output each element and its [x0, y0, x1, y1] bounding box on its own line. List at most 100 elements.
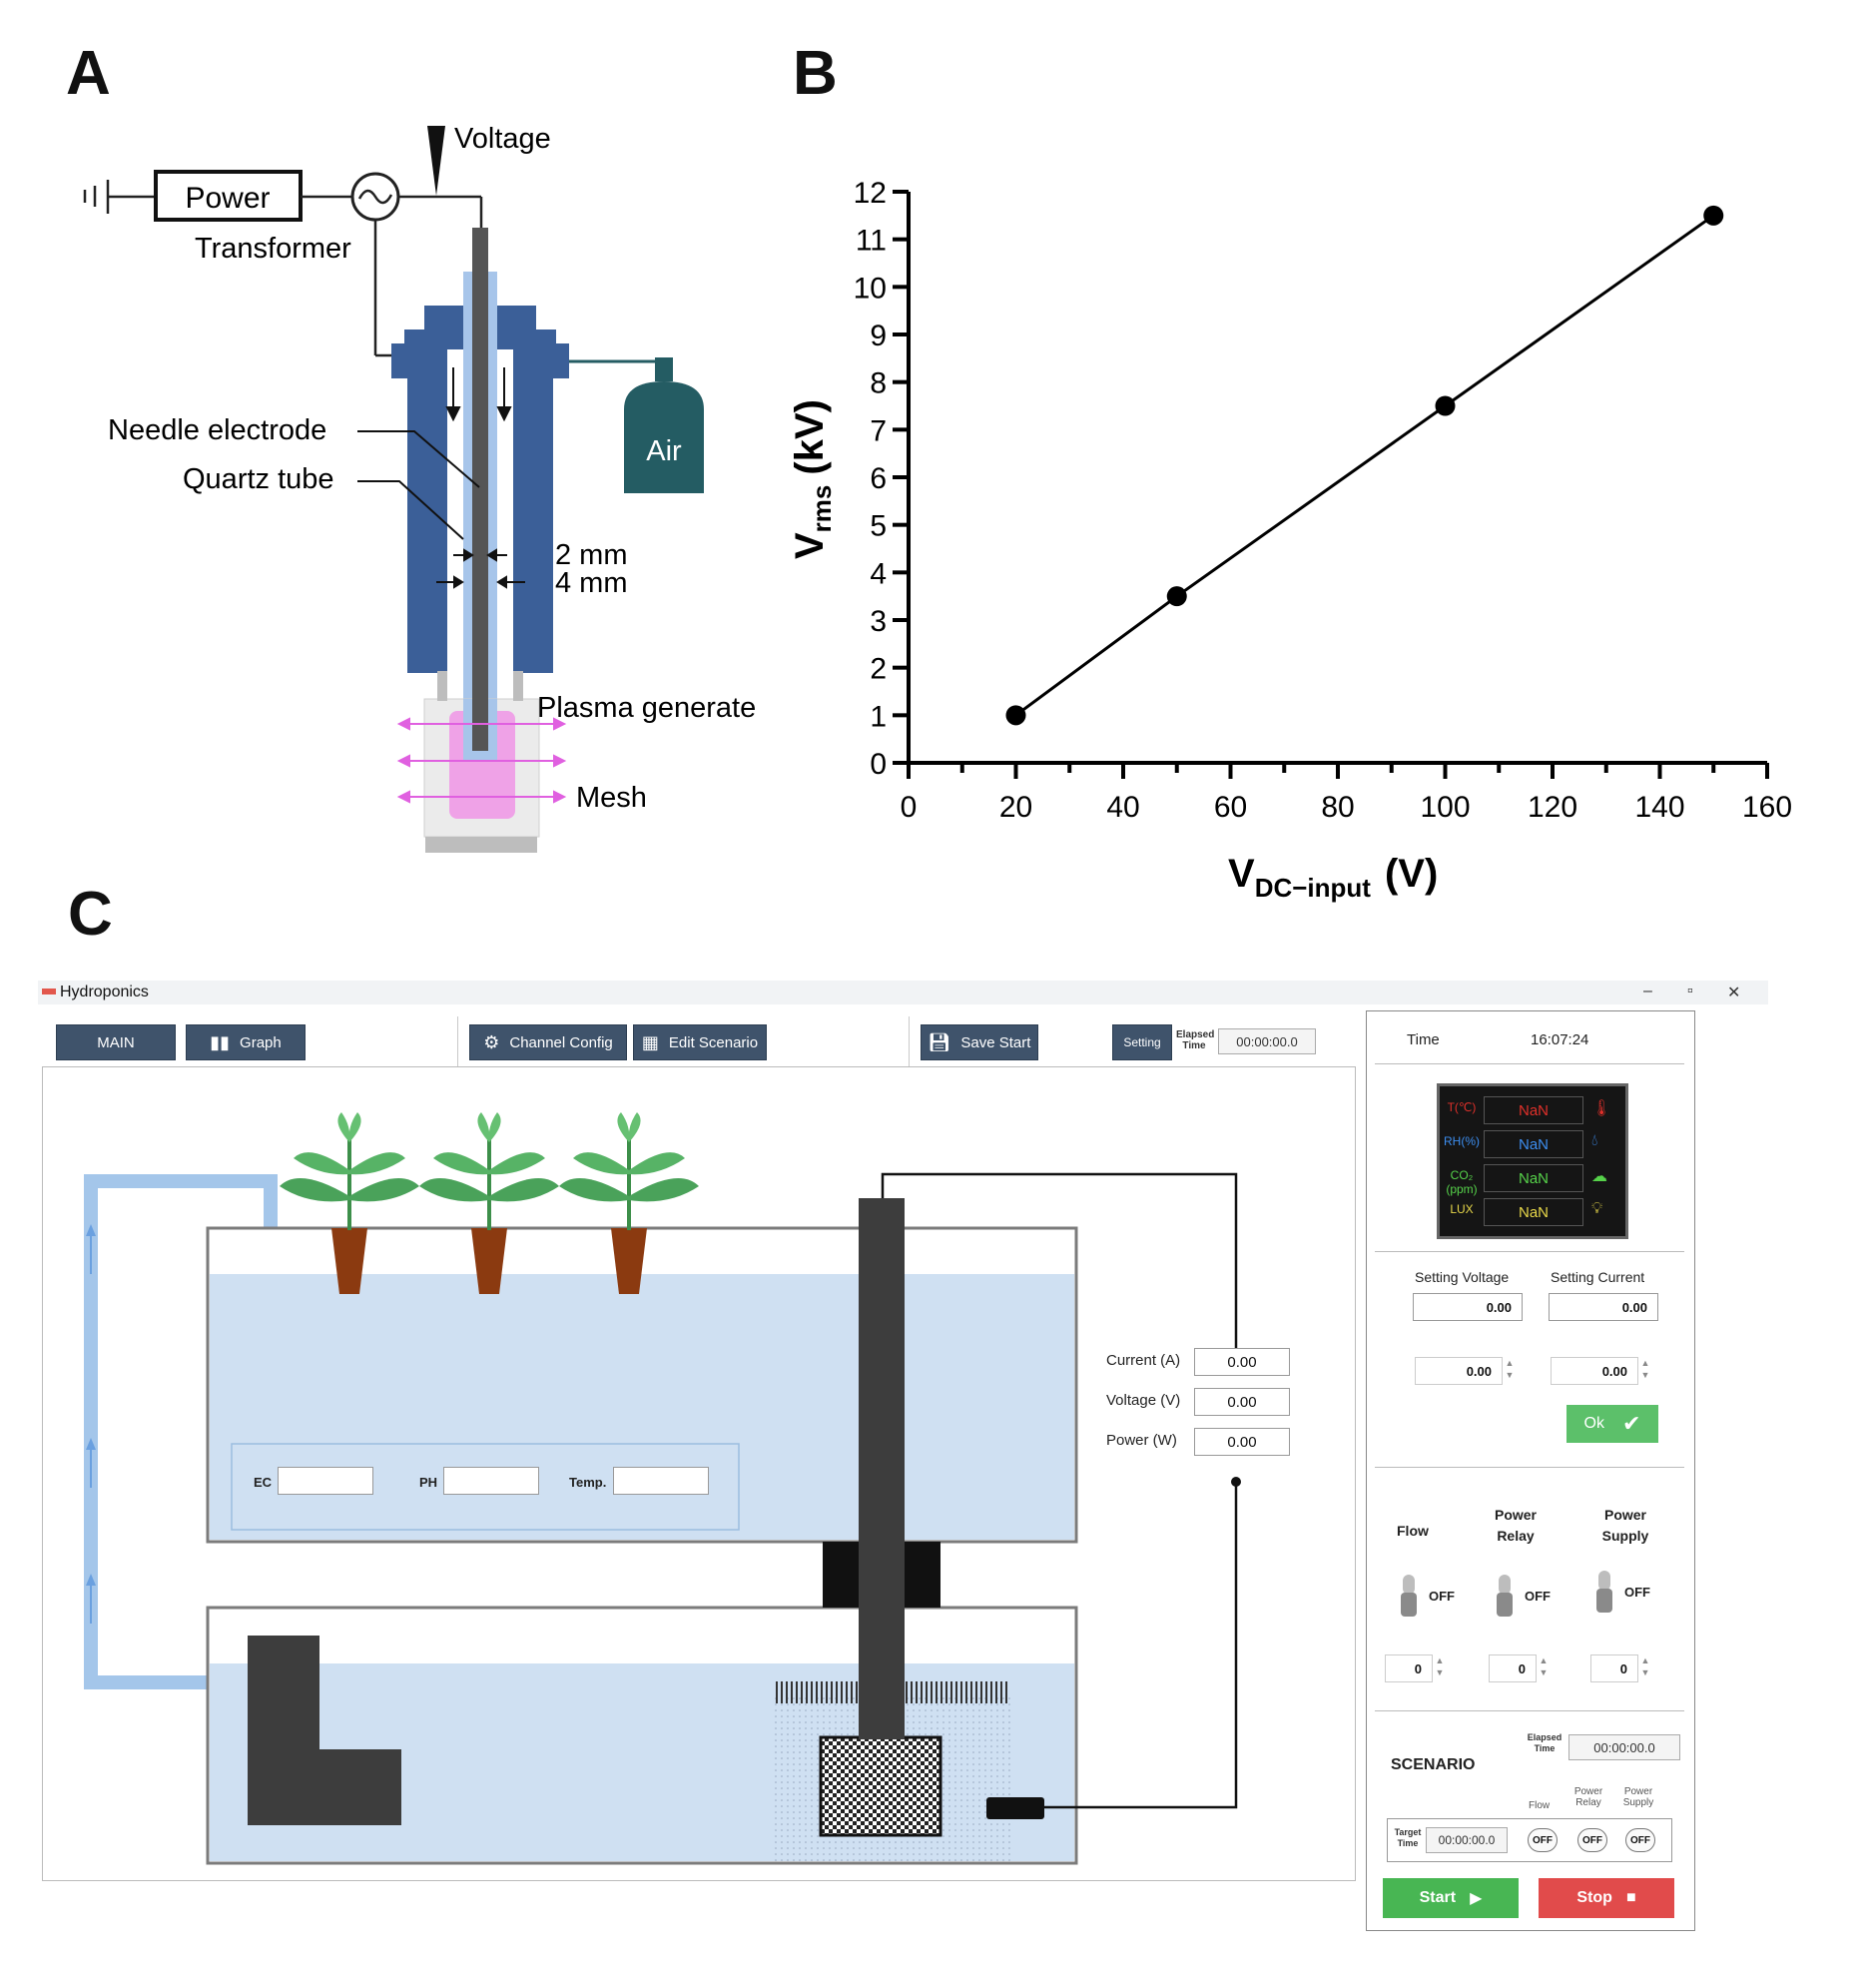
- plant-icon: [280, 1112, 419, 1294]
- toolbar-divider: [909, 1016, 910, 1066]
- scenario-col-supply: Power Supply: [1622, 1786, 1654, 1808]
- flow-spinner-arrows[interactable]: ▲▼: [1435, 1655, 1445, 1677]
- hydroponics-canvas: [42, 1066, 1356, 1881]
- save-start-button[interactable]: 💾︎Save Start: [921, 1024, 1038, 1060]
- voltage-spinner-arrows[interactable]: ▲▼: [1505, 1358, 1515, 1380]
- plant-icon: [419, 1112, 559, 1294]
- sensor-row: CO₂ (ppm)NaN☁: [1440, 1162, 1625, 1196]
- voltage-value: 0.00: [1194, 1388, 1290, 1416]
- calendar-icon: ▦: [641, 1031, 659, 1052]
- play-icon: ▶: [1470, 1890, 1483, 1907]
- ground-icon: [83, 180, 155, 214]
- current-spinner-arrows[interactable]: ▲▼: [1640, 1358, 1650, 1380]
- scenario-elapsed-label: Elapsed Time: [1527, 1732, 1563, 1753]
- time-label: Time: [1407, 1031, 1440, 1048]
- data-point: [1166, 586, 1187, 607]
- power-label: Power: [185, 182, 270, 215]
- graph-button[interactable]: ▮▮Graph: [186, 1024, 306, 1060]
- panel-label-b: B: [793, 39, 838, 108]
- power-supply-label: Power Supply: [1601, 1507, 1649, 1544]
- power-supply-spinner-arrows[interactable]: ▲▼: [1640, 1655, 1650, 1677]
- series-line: [1014, 214, 1715, 717]
- return-pipe: [84, 1174, 278, 1689]
- start-button[interactable]: Start▶: [1383, 1878, 1519, 1918]
- scenario-col-flow: Flow: [1529, 1800, 1551, 1811]
- current-value: 0.00: [1194, 1348, 1290, 1376]
- flow-label: Flow: [1397, 1523, 1429, 1539]
- scenario-relay-toggle[interactable]: OFF: [1577, 1828, 1607, 1852]
- dimension-4mm: 4 mm: [555, 567, 628, 599]
- setting-current-field[interactable]: 0.00: [1549, 1293, 1658, 1321]
- y-tick-label: 9: [870, 320, 887, 352]
- ph-label: PH: [419, 1475, 438, 1490]
- hydroponics-app: Hydroponics – ▫ ✕ MAIN ▮▮Graph ⚙Channel …: [38, 981, 1768, 1939]
- thermometer-icon: 🌡︎: [1591, 1100, 1612, 1117]
- edit-scenario-button[interactable]: ▦Edit Scenario: [633, 1024, 767, 1060]
- power-value: 0.00: [1194, 1428, 1290, 1456]
- current-spinner[interactable]: 0.00: [1551, 1357, 1638, 1385]
- plant-icon: [559, 1112, 699, 1294]
- scenario-supply-toggle[interactable]: OFF: [1625, 1828, 1655, 1852]
- setting-voltage-field[interactable]: 0.00: [1413, 1293, 1523, 1321]
- power-relay-toggle[interactable]: [1493, 1575, 1517, 1619]
- y-tick-label: 8: [870, 367, 887, 400]
- transformer-label: Transformer: [195, 233, 351, 265]
- target-time-field[interactable]: 00:00:00.0: [1426, 1827, 1508, 1853]
- voltage-label: Voltage: [454, 123, 551, 155]
- scenario-row: Target Time 00:00:00.0 OFF OFF OFF: [1387, 1818, 1672, 1862]
- temp-field[interactable]: [613, 1467, 709, 1495]
- power-label: Power (W): [1106, 1432, 1177, 1449]
- power-supply-toggle[interactable]: [1592, 1571, 1616, 1615]
- setting-button[interactable]: Setting: [1112, 1024, 1172, 1060]
- plasma-arrows: [396, 717, 567, 804]
- y-tick-label: 11: [856, 225, 887, 258]
- power-relay-state: OFF: [1525, 1589, 1551, 1604]
- check-icon: ✔: [1622, 1411, 1641, 1436]
- voltage-spinner[interactable]: 0.00: [1415, 1357, 1503, 1385]
- x-tick-label: 0: [901, 791, 918, 824]
- panel-label-c: C: [68, 880, 113, 949]
- stop-button[interactable]: Stop■: [1539, 1878, 1674, 1918]
- ec-label: EC: [254, 1475, 273, 1490]
- sensor-row: T(℃)NaN🌡︎: [1440, 1094, 1625, 1124]
- sensor-row: RH(%)NaN💧︎: [1440, 1128, 1625, 1158]
- x-tick-label: 40: [1106, 791, 1139, 824]
- flow-toggle[interactable]: [1397, 1575, 1421, 1619]
- main-button[interactable]: MAIN: [56, 1024, 176, 1060]
- voltage-readout-label: Voltage (V): [1106, 1392, 1181, 1409]
- bar-chart-icon: ▮▮: [210, 1031, 231, 1052]
- plasma-reactor: [819, 1735, 942, 1837]
- flow-spinner[interactable]: 0: [1385, 1654, 1433, 1682]
- power-supply-spinner[interactable]: 0: [1590, 1654, 1638, 1682]
- elapsed-time-label: Elapsed Time: [1176, 1029, 1215, 1051]
- minimize-icon[interactable]: –: [1643, 983, 1652, 999]
- x-tick-label: 20: [999, 791, 1032, 824]
- plasma-electrode: [859, 1198, 905, 1739]
- data-point: [1435, 395, 1456, 416]
- restore-icon[interactable]: ▫: [1687, 983, 1693, 999]
- ec-field[interactable]: [278, 1467, 373, 1495]
- scenario-flow-toggle[interactable]: OFF: [1528, 1828, 1558, 1852]
- channel-config-button[interactable]: ⚙Channel Config: [469, 1024, 627, 1060]
- close-icon[interactable]: ✕: [1727, 985, 1741, 1001]
- y-tick-label: 3: [870, 605, 887, 638]
- time-value: 16:07:24: [1531, 1031, 1589, 1048]
- setting-voltage-label: Setting Voltage: [1415, 1269, 1510, 1285]
- y-tick-label: 6: [870, 462, 887, 495]
- save-icon: 💾︎: [928, 1031, 951, 1052]
- power-relay-spinner-arrows[interactable]: ▲▼: [1539, 1655, 1549, 1677]
- y-tick-label: 2: [870, 653, 887, 686]
- flow-arrows: [86, 1224, 96, 1624]
- ph-field[interactable]: [443, 1467, 539, 1495]
- y-tick-label: 5: [870, 510, 887, 543]
- y-tick-label: 7: [870, 414, 887, 447]
- toolbar-divider: [457, 1016, 458, 1066]
- power-box: [154, 170, 303, 222]
- window-title: Hydroponics: [60, 984, 149, 1000]
- x-tick-label: 80: [1321, 791, 1354, 824]
- x-tick-label: 60: [1214, 791, 1247, 824]
- ok-button[interactable]: Ok✔: [1566, 1405, 1658, 1443]
- sensor-value: NaN: [1484, 1164, 1583, 1192]
- power-relay-spinner[interactable]: 0: [1489, 1654, 1537, 1682]
